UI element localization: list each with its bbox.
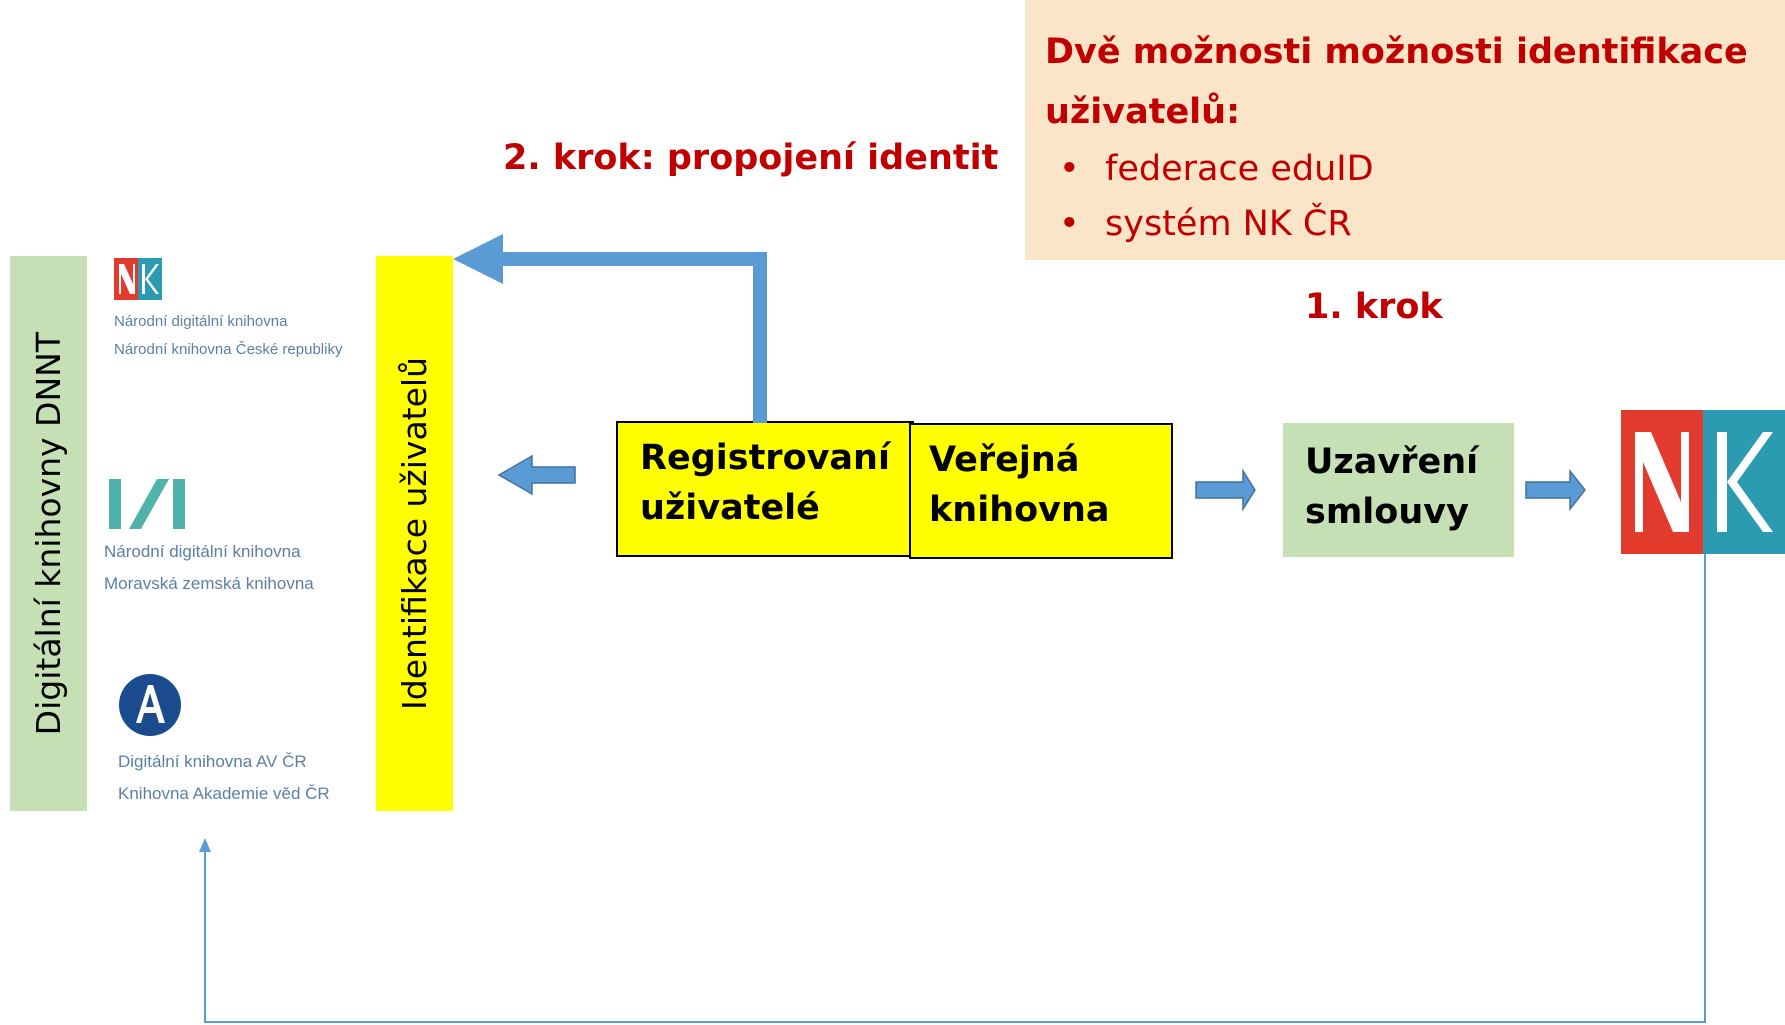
contract-box: Uzavření smlouvy (1283, 423, 1514, 557)
step2-arrow (498, 252, 767, 423)
user-identification-panel: Identifikace uživatelů (376, 256, 453, 811)
step2-arrowhead-icon (453, 234, 503, 284)
nk-big-mark-icon (1621, 410, 1785, 554)
nk-library-logo (114, 258, 162, 305)
identification-options-box: Dvě možnosti možnosti identifikace uživa… (1025, 0, 1785, 260)
avcr-library-logo (118, 673, 182, 742)
mzk-logo-caption: Národní digitální knihovna Moravská zems… (104, 542, 314, 593)
step2-label: 2. krok: propojení identit (503, 138, 999, 178)
digital-libraries-panel: Digitální knihovny DNNT (10, 256, 87, 811)
mzk-mark-icon (109, 479, 185, 529)
info-box-item: •federace eduID (1045, 142, 1785, 197)
info-box-list: •federace eduID •systém NK ČR (1045, 142, 1785, 252)
registered-users-box: Registrovaní uživatelé (616, 421, 914, 557)
public-library-box: Veřejná knihovna (909, 423, 1173, 559)
avcr-mark-icon (119, 674, 181, 736)
mzk-library-logo (107, 475, 189, 538)
info-box-title: Dvě možnosti možnosti identifikace uživa… (1045, 32, 1748, 132)
bullet-icon: • (1059, 149, 1080, 189)
avcr-logo-caption: Digitální knihovna AV ČR Knihovna Akadem… (118, 752, 330, 803)
nk-logo-caption: Národní digitální knihovna Národní kniho… (114, 313, 343, 358)
contract-to-nk-arrow-icon (1525, 468, 1586, 512)
return-connector-line (204, 554, 1706, 1023)
return-arrowhead-icon (199, 838, 211, 852)
nk-mark-icon (114, 258, 162, 300)
library-to-contract-arrow-icon (1195, 468, 1256, 512)
nk-big-logo (1621, 410, 1785, 559)
step1-label: 1. krok (1305, 287, 1443, 327)
left-block-arrow-icon (497, 454, 576, 496)
bullet-icon: • (1059, 204, 1080, 244)
info-box-item: •systém NK ČR (1045, 197, 1785, 252)
